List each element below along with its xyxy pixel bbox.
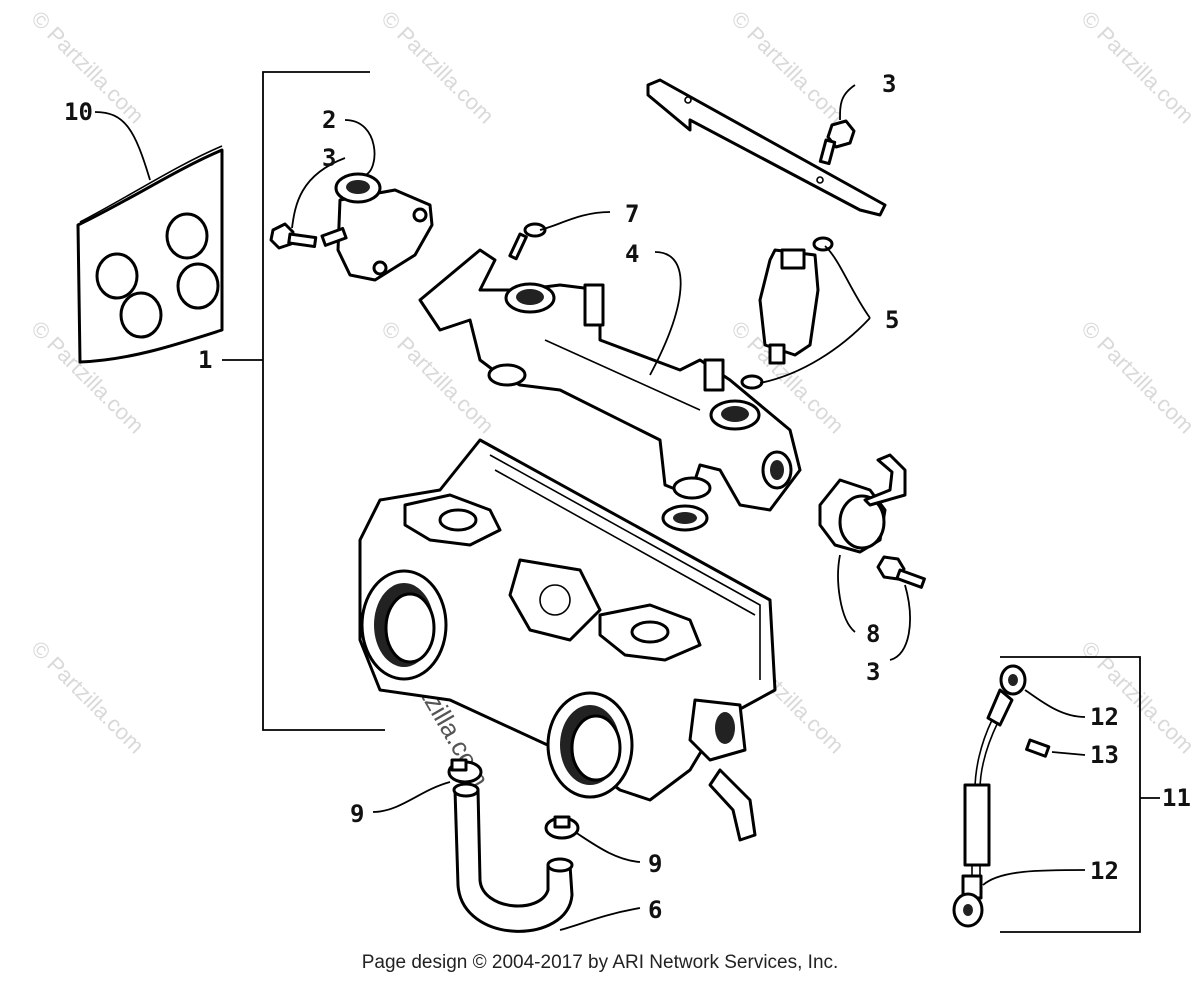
- gasket-sheet-part-10: [76, 145, 224, 364]
- watermark: © Partzilla.com: [726, 6, 849, 129]
- footer-copyright: Page design © 2004-2017 by ARI Network S…: [361, 952, 839, 973]
- callout-11: 11: [1162, 784, 1191, 812]
- callout-4: 4: [625, 240, 639, 268]
- callout-9: 9: [350, 800, 364, 828]
- callout-3: 3: [882, 70, 896, 98]
- callout-12: 12: [1090, 703, 1119, 731]
- mounting-bracket: [646, 78, 887, 217]
- callout-13: 13: [1090, 741, 1119, 769]
- fuel-injector-part-5: [740, 236, 834, 390]
- watermark: © Partzilla.com: [376, 6, 499, 129]
- callout-6: 6: [648, 896, 662, 924]
- hose-clamp-part-9-upper: [447, 758, 483, 784]
- callout-10: 10: [64, 98, 93, 126]
- callout-1: 1: [198, 346, 212, 374]
- pressure-regulator-part-2: [320, 172, 434, 282]
- watermark: © Partzilla.com: [1076, 6, 1199, 129]
- callout-12: 12: [1090, 857, 1119, 885]
- bracket-11: [1000, 656, 1160, 933]
- insulator-part-13: [1025, 738, 1051, 758]
- leader-lines: [94, 84, 1086, 931]
- fuel-rail-part-4: [418, 248, 802, 512]
- sensor-part-8: [818, 453, 907, 554]
- hose-clamp-part-9-lower: [544, 815, 580, 840]
- callout-3: 3: [866, 658, 880, 686]
- hose-part-6: [452, 782, 574, 933]
- bolt-part-3-right: [876, 555, 926, 589]
- throttle-body: [358, 438, 777, 842]
- watermark: © Partzilla.com: [26, 636, 149, 759]
- callouts: 10 2 3 3 7 4 5 1 8 3 9 9 6 12 13 11 12: [64, 70, 1191, 924]
- callout-7: 7: [625, 200, 639, 228]
- seal-ring: [661, 504, 709, 532]
- bolt-part-3-top: [818, 119, 856, 166]
- callout-9: 9: [648, 850, 662, 878]
- callout-8: 8: [866, 620, 880, 648]
- callout-3: 3: [322, 144, 336, 172]
- callout-2: 2: [322, 106, 336, 134]
- callout-5: 5: [885, 306, 899, 334]
- screw-part-7: [508, 222, 547, 261]
- watermark: © Partzilla.com: [1076, 316, 1199, 439]
- ground-wire-part-11: [952, 664, 1027, 928]
- bolt-part-3-left: [269, 222, 318, 250]
- bracket-1: [222, 71, 385, 731]
- watermark: © Partzilla.com: [1076, 636, 1199, 759]
